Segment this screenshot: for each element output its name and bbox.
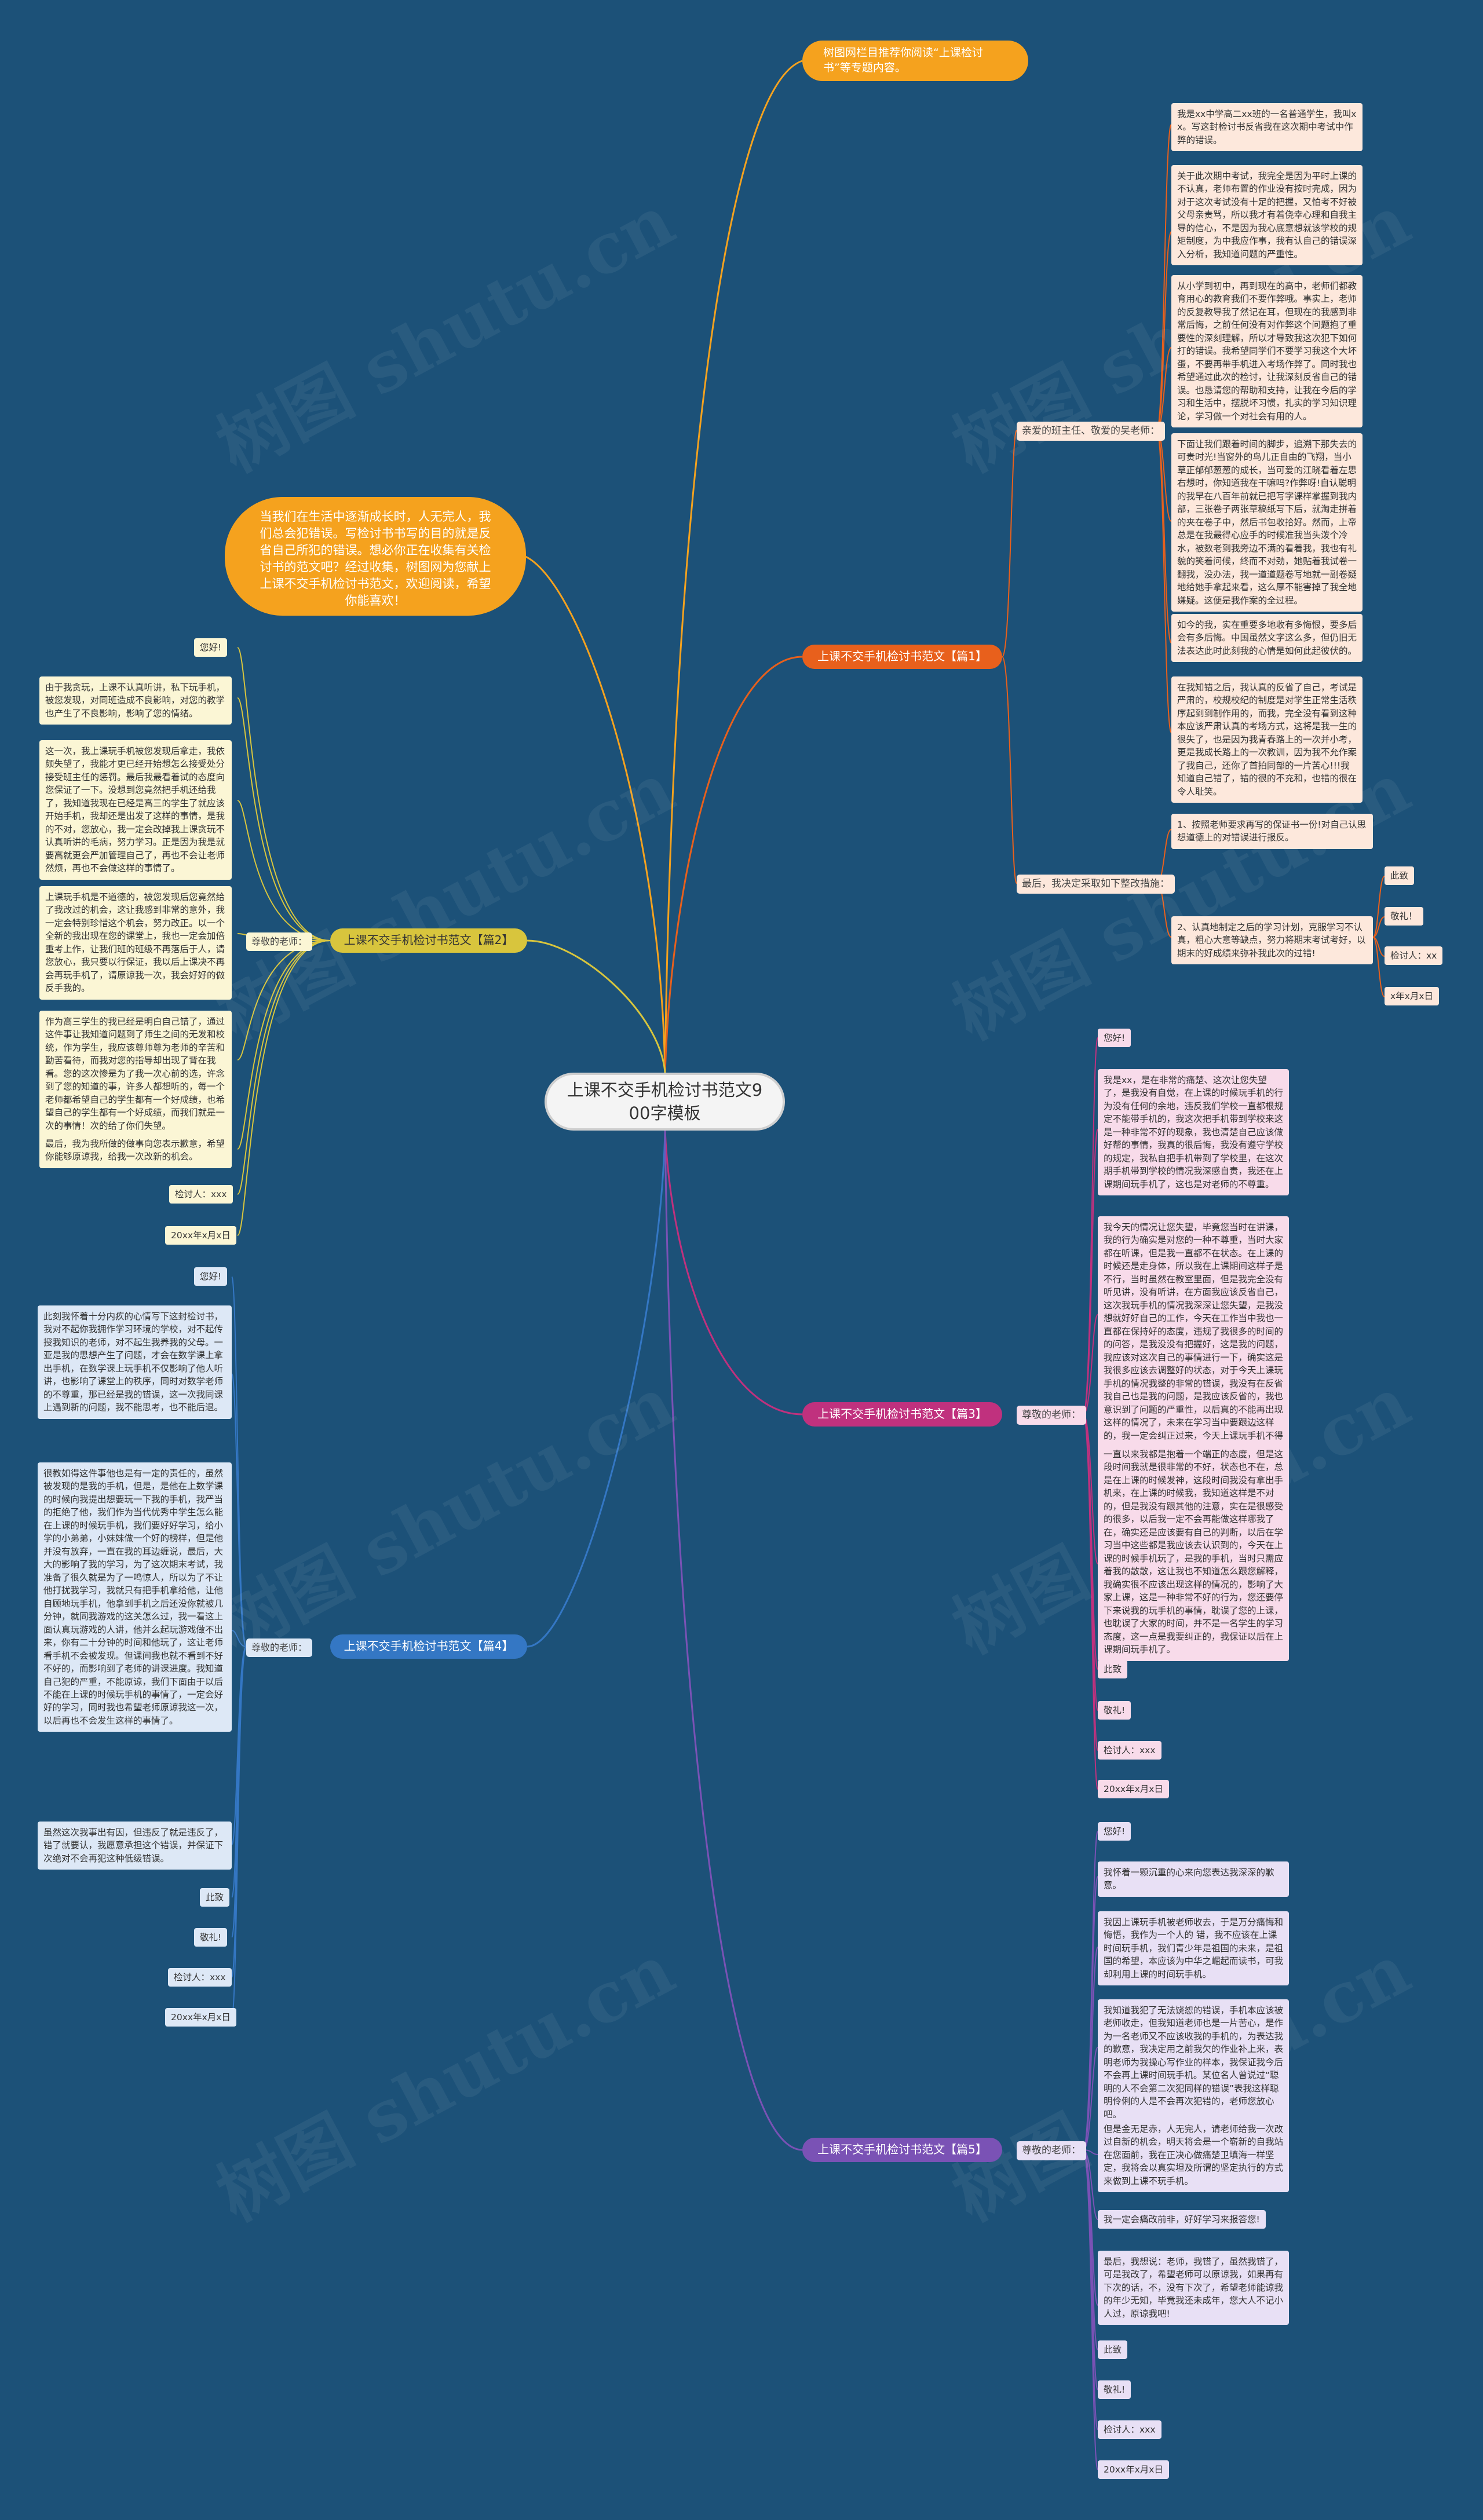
b1-measure-item[interactable]: 2、认真地制定之后的学习计划，克服学习不认真，粗心大意等缺点，努力将期末考试考好… — [1171, 916, 1373, 965]
b3-greeting[interactable]: 您好! — [1098, 1029, 1131, 1048]
b5-salutation[interactable]: 尊敬的老师： — [1017, 2141, 1086, 2161]
b5-paragraph[interactable]: 我一定会痛改前非，好好学习来报答您! — [1098, 2210, 1266, 2229]
b4-greeting[interactable]: 您好! — [194, 1267, 228, 1286]
b2-greeting[interactable]: 您好! — [194, 638, 228, 657]
b3-closing[interactable]: 此致 — [1098, 1660, 1128, 1679]
branch-article-3[interactable]: 上课不交手机检讨书范文【篇3】 — [802, 1402, 1002, 1427]
b5-paragraph[interactable]: 我知道我犯了无法饶恕的错误，手机本应该被老师收走，但我知道老师也是一片苦心，是作… — [1098, 1999, 1289, 2126]
b4-salutation[interactable]: 尊敬的老师： — [246, 1638, 313, 1658]
b5-signature[interactable]: 检讨人：xxx — [1098, 2420, 1161, 2439]
b5-date[interactable]: 20xx年x月x日 — [1098, 2460, 1169, 2479]
b5-paragraph[interactable]: 我因上课玩手机被老师收去，于是万分痛悔和悔悟，我作为一个人的 错，我不应该在上课… — [1098, 1911, 1289, 1986]
b5-paragraph[interactable]: 最后，我想说：老师，我错了，虽然我错了，可是我改了，希望老师可以原谅我，如果再有… — [1098, 2251, 1289, 2325]
b5-paragraph[interactable]: 但是金无足赤，人无完人，请老师给我一次改过自新的机会，明天将会是一个崭新的自我站… — [1098, 2118, 1289, 2193]
intro-summary-node[interactable]: 当我们在生活中逐渐成长时，人无完人，我们总会犯错误。写检讨书书写的目的就是反省自… — [225, 497, 526, 616]
b2-paragraph[interactable]: 作为高三学生的我已经是明白自己错了，通过这件事让我知道问题到了师生之间的无发和校… — [39, 1011, 232, 1138]
intro-top-node[interactable]: 树图网栏目推荐你阅读“上课检讨书”等专题内容。 — [802, 41, 1028, 81]
b1-paragraph[interactable]: 如今的我，实在重要多地收有多悔恨，要多后会有多后悔。中国虽然文字这么多，但仍旧无… — [1171, 614, 1363, 663]
b2-paragraph[interactable]: 由于我贪玩，上课不认真听讲，私下玩手机，被您发现，对同班造成不良影响，对您的教学… — [39, 676, 232, 725]
b2-salutation[interactable]: 尊敬的老师： — [246, 932, 313, 952]
b4-date[interactable]: 20xx年x月x日 — [165, 2008, 236, 2027]
b1-paragraph[interactable]: 从小学到初中，再到现在的高中，老师们都教育用心的教育我们不要作弊哦。事实上，老师… — [1171, 275, 1363, 428]
b3-closing[interactable]: 敬礼! — [1098, 1701, 1131, 1720]
b3-paragraph[interactable]: 我今天的情况让您失望，毕竟您当时在讲课，我的行为确实是对您的一种不尊重，当时大家… — [1098, 1216, 1289, 1460]
b5-paragraph[interactable]: 我怀着一颗沉重的心来向您表达我深深的歉意。 — [1098, 1861, 1289, 1897]
b1-paragraph[interactable]: 在我知错之后，我认真的反省了自己，考试是严肃的，校规校纪的制度是对学生正常生活秩… — [1171, 676, 1363, 803]
b1-measure-item[interactable]: 1、按照老师要求再写的保证书一份!对自己认思想道德上的对错误进行报反。 — [1171, 814, 1373, 849]
b2-paragraph[interactable]: 上课玩手机是不道德的，被您发现后您竟然给了我改过的机会，这让我感到非常的意外，我… — [39, 886, 232, 1000]
b3-date[interactable]: 20xx年x月x日 — [1098, 1780, 1169, 1799]
b2-signature[interactable]: 检讨人：xxx — [169, 1185, 233, 1204]
b1-paragraph[interactable]: 关于此次期中考试，我完全是因为平时上课的不认真，老师布置的作业没有按时完成，因为… — [1171, 165, 1363, 266]
b5-closing[interactable]: 敬礼! — [1098, 2380, 1131, 2400]
b4-signature[interactable]: 检讨人：xxx — [168, 1968, 232, 1987]
b1-paragraph[interactable]: 我是xx中学高二xx班的一名普通学生，我叫xx。写这封检讨书反省我在这次期中考试… — [1171, 103, 1363, 152]
b5-closing[interactable]: 此致 — [1098, 2340, 1128, 2360]
b3-signature[interactable]: 检讨人：xxx — [1098, 1741, 1161, 1760]
b2-date[interactable]: 20xx年x月x日 — [165, 1226, 236, 1245]
b4-closing[interactable]: 敬礼! — [194, 1928, 228, 1947]
b1-date[interactable]: x年x月x日 — [1385, 987, 1440, 1006]
root-node[interactable]: 上课不交手机检讨书范文900字模板 — [545, 1073, 785, 1131]
branch-article-4[interactable]: 上课不交手机检讨书范文【篇4】 — [330, 1634, 527, 1659]
b4-paragraph[interactable]: 此刻我怀着十分内疚的心情写下这封检讨书，我对不起你我拥作学习环境的学校，对不起传… — [38, 1305, 232, 1419]
b3-paragraph[interactable]: 我是xx，是在非常的痛楚、这次让您失望了，是我没有自觉，在上课的时候玩手机的行为… — [1098, 1069, 1289, 1196]
branch-article-5[interactable]: 上课不交手机检讨书范文【篇5】 — [802, 2138, 1002, 2162]
b5-greeting[interactable]: 您好! — [1098, 1822, 1131, 1841]
b3-paragraph[interactable]: 一直以来我都是抱着一个端正的态度，但是这段时间我就是很非常的不好，状态也不在，总… — [1098, 1443, 1289, 1661]
b1-closing[interactable]: 此致 — [1385, 866, 1415, 886]
b4-paragraph[interactable]: 虽然这次我事出有因，但违反了就是违反了，错了就要认，我愿意承担这个错误，并保证下… — [38, 1822, 232, 1870]
b4-paragraph[interactable]: 很教如得这件事他也是有一定的责任的，虽然被发现的是我的手机，但是，是他在上数学课… — [38, 1462, 232, 1732]
b2-paragraph[interactable]: 这一次，我上课玩手机被您发现后拿走，我依颇失望了，我能才更已经开始想怎么接受处分… — [39, 740, 232, 880]
b1-salutation[interactable]: 亲爱的班主任、敬爱的吴老师： — [1017, 422, 1165, 441]
branch-article-2[interactable]: 上课不交手机检讨书范文【篇2】 — [330, 928, 527, 953]
branch-article-1[interactable]: 上课不交手机检讨书范文【篇1】 — [802, 645, 1002, 669]
b3-salutation[interactable]: 尊敬的老师： — [1017, 1406, 1086, 1425]
b1-measures-heading[interactable]: 最后，我决定采取如下整改措施： — [1017, 875, 1175, 894]
b1-closing[interactable]: 敬礼！ — [1385, 907, 1423, 926]
b1-signature[interactable]: 检讨人：xx — [1385, 946, 1443, 965]
b1-paragraph[interactable]: 下面让我们跟着时间的脚步，追溯下那失去的可贵时光!当窗外的鸟儿正自由的飞翔，当小… — [1171, 433, 1363, 612]
b2-paragraph[interactable]: 最后，我为我所做的做事向您表示歉意，希望你能够原谅我，给我一次改新的机会。 — [39, 1133, 232, 1168]
b4-closing[interactable]: 此致 — [200, 1888, 230, 1907]
